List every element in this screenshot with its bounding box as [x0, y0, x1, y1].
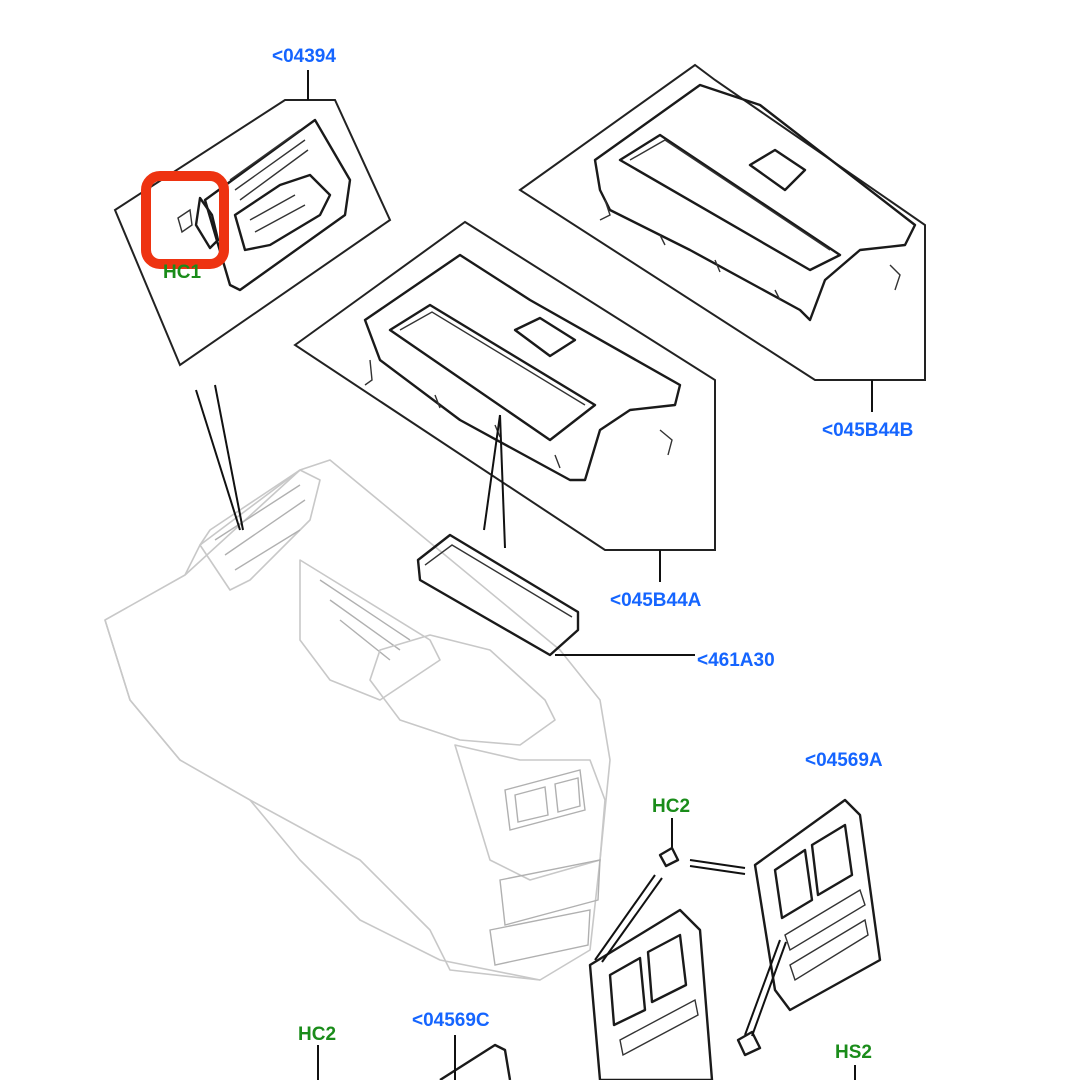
panel-frame-045B44A [293, 220, 716, 551]
center-console-ghost [104, 459, 611, 981]
panel-frame-045B44B [518, 63, 926, 381]
label-hc2-top: HC2 [652, 796, 690, 817]
label-hc1: HC1 [163, 262, 201, 283]
rear-vent-04569C [439, 908, 714, 1080]
panel-045B44A [293, 220, 716, 582]
clip-hc2-top [594, 818, 680, 963]
armrest-pad-461A30 [416, 533, 695, 657]
label-04569A: <04569A [805, 750, 883, 771]
clip-hs2 [736, 939, 856, 1080]
label-hc2-bottom: HC2 [298, 1024, 336, 1045]
panel-045B44B [518, 63, 926, 412]
label-461A30: <461A30 [697, 650, 775, 671]
rear-vent-04569A [689, 798, 882, 1012]
panel-frame-04394 [113, 99, 392, 367]
label-045B44B: <045B44B [822, 420, 913, 441]
label-hs2: HS2 [835, 1042, 872, 1063]
panel-04394 [113, 70, 392, 531]
label-045B44A: <045B44A [610, 590, 702, 611]
label-04394: <04394 [272, 46, 336, 67]
highlight-box [141, 171, 229, 269]
label-04569C: <04569C [412, 1010, 490, 1031]
